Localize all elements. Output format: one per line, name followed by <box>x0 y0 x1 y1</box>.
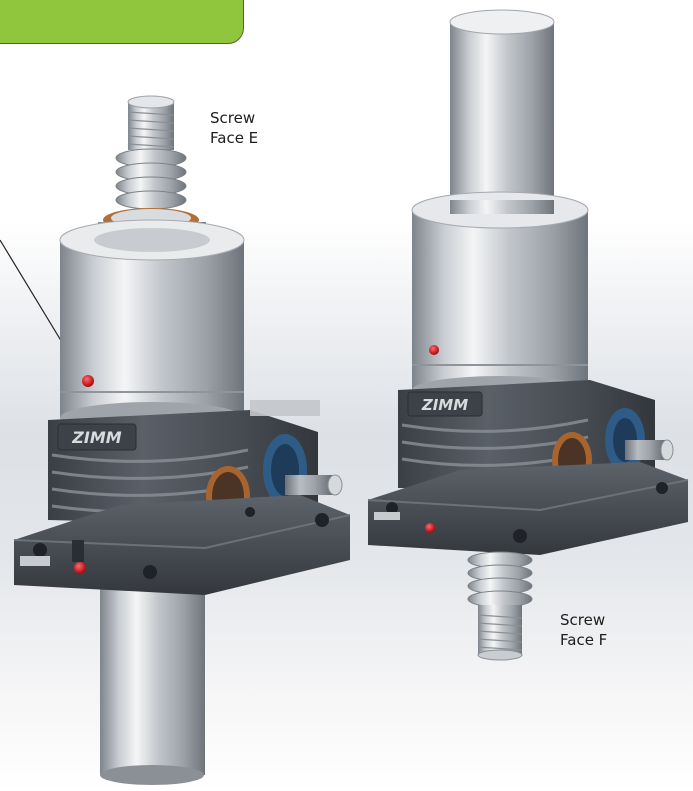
label-screw-face-f-line1: Screw <box>560 611 606 629</box>
green-header-banner <box>0 0 244 44</box>
label-screw-face-e-line1: Screw <box>210 109 256 127</box>
screw-jack-face-e: ZIMM <box>13 95 351 785</box>
label-screw-face-f: Screw Face F <box>560 610 607 650</box>
brand-logo: ZIMM <box>71 428 121 447</box>
brand-logo-right: ZIMM <box>421 396 468 414</box>
label-screw-face-e: Screw Face E <box>210 108 258 148</box>
label-screw-face-e-line2: Face E <box>210 129 259 147</box>
screw-jack-face-f: ZIMM <box>367 9 689 661</box>
lubrication-indicator-icon <box>82 375 94 387</box>
label-screw-face-f-line2: Face F <box>560 631 608 649</box>
